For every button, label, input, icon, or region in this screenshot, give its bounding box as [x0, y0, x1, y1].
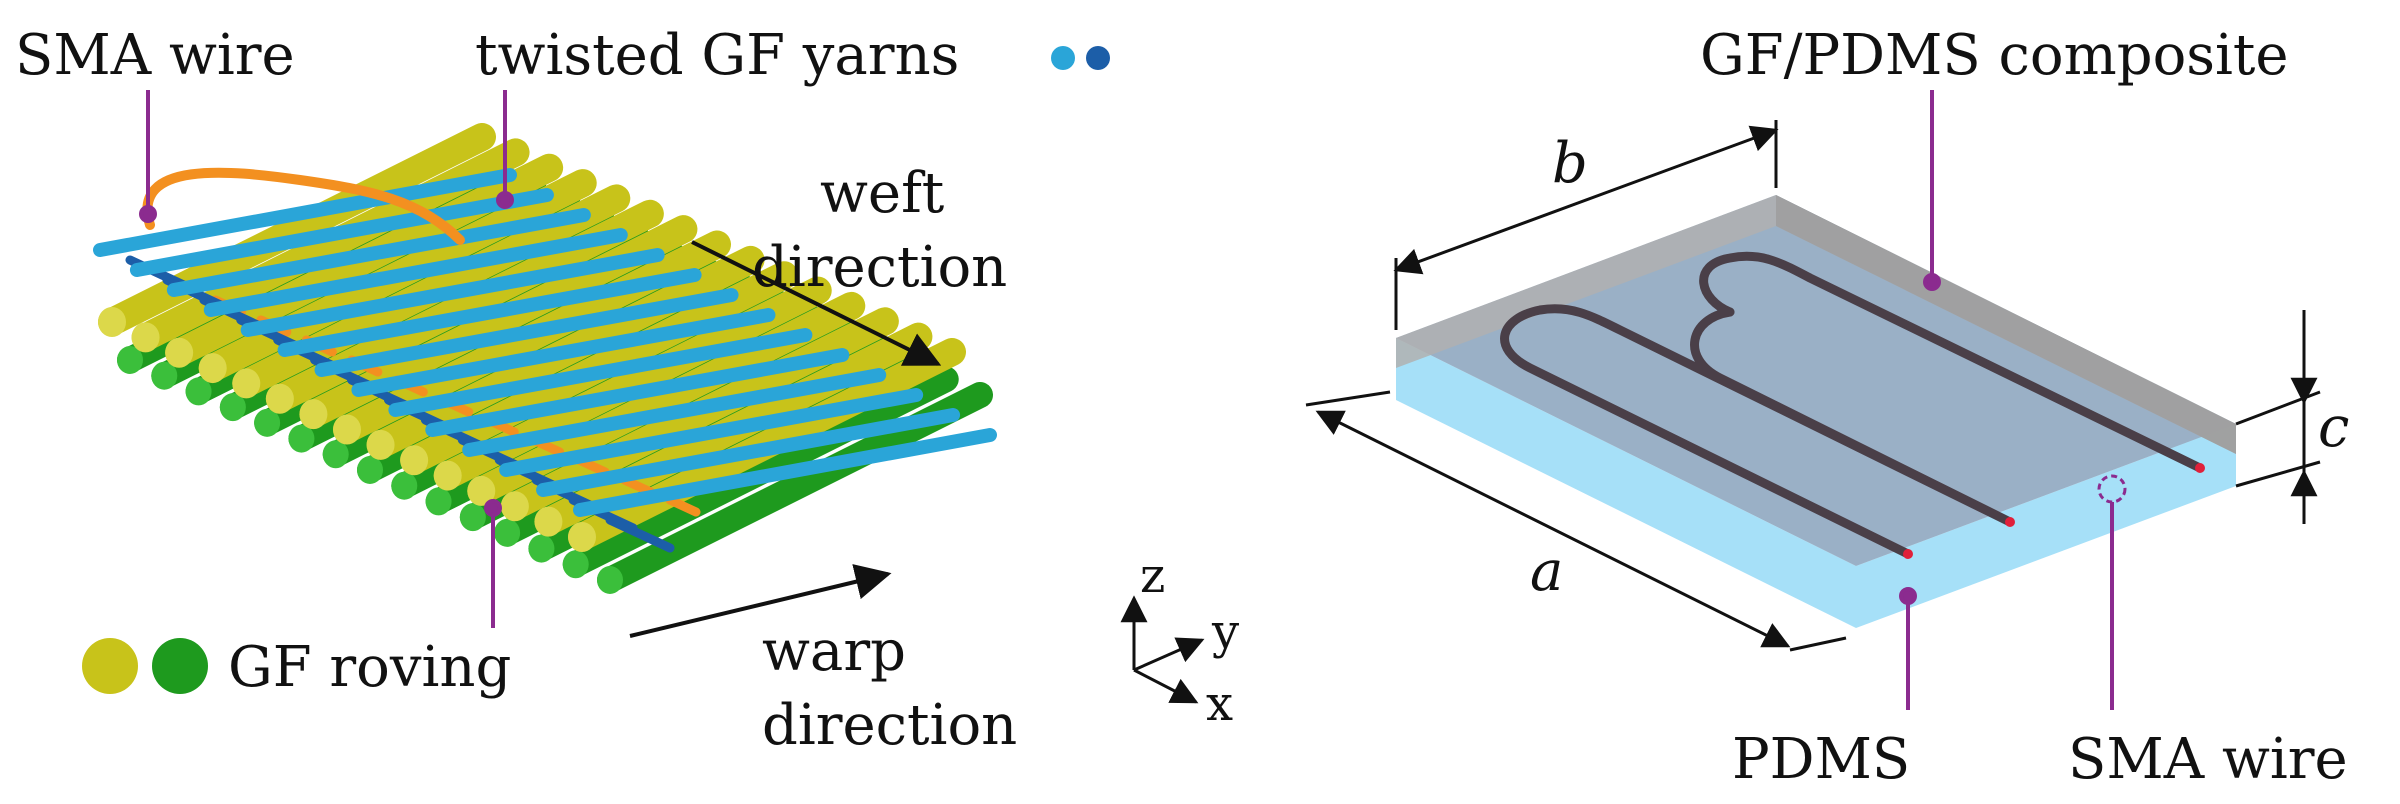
- green-roving-end: [494, 518, 521, 547]
- green-roving-end: [562, 550, 589, 579]
- green-roving-end: [597, 566, 623, 594]
- yellow-roving-end: [265, 383, 294, 414]
- yellow-roving-end: [131, 322, 160, 353]
- green-roving-end: [219, 393, 246, 422]
- green-roving-end: [459, 503, 486, 532]
- sma-wire-loop: [142, 167, 465, 245]
- axis-x-label: x: [1206, 676, 1233, 732]
- weft-arrow: [691, 240, 942, 366]
- weft-yarn: [425, 348, 850, 437]
- wire-end-3: [2195, 463, 2205, 473]
- weft-label-line1: weft: [820, 161, 945, 226]
- weft-yarn: [499, 388, 924, 477]
- sma-segment: [665, 495, 701, 517]
- weft-yarn: [129, 188, 554, 277]
- green-roving-end: [151, 361, 178, 390]
- sma-wire-label-left: SMA wire: [15, 23, 295, 88]
- fabric-illustration: [93, 123, 997, 594]
- weft-yarn: [536, 408, 961, 497]
- warp-yarn-segment: [605, 515, 675, 553]
- weft-yarn: [388, 328, 813, 417]
- left-leaders: [139, 90, 514, 628]
- yellow-roving-end: [400, 445, 429, 476]
- dim-a-label: a: [1530, 539, 1563, 604]
- yellow-roving-end: [198, 353, 227, 384]
- yellow-roving-end: [299, 399, 328, 430]
- yellow-roving-end: [534, 506, 563, 537]
- dimension-lines: [1305, 120, 2321, 652]
- yellow-roving-end: [568, 522, 596, 552]
- weft-yarn: [314, 288, 739, 377]
- yellow-roving-end: [98, 307, 126, 337]
- green-roving-end: [288, 424, 315, 453]
- warp-label-line2: direction: [762, 693, 1017, 758]
- composite-grey-right: [1776, 195, 2236, 454]
- weft-yarn: [240, 248, 665, 337]
- roving-label: GF roving: [228, 635, 511, 700]
- yellow-roving-end: [333, 414, 361, 445]
- green-roving-end: [357, 456, 383, 484]
- pdms-label: PDMS: [1732, 727, 1910, 792]
- wire-end-1: [1903, 549, 1913, 559]
- yellow-roving-end: [433, 460, 462, 491]
- wire-end-2: [2005, 517, 2015, 527]
- warp-label-line1: warp: [762, 619, 906, 684]
- weft-label-line2: direction: [752, 235, 1007, 300]
- weft-yarn: [166, 208, 591, 297]
- twisted-yarn-legend-light: [1051, 46, 1075, 70]
- green-roving-end: [117, 346, 143, 374]
- dim-b-label: b: [1552, 131, 1588, 196]
- roving-legend-green: [152, 638, 208, 694]
- weft-yarns: [93, 168, 997, 553]
- yellow-roving-end: [232, 368, 261, 399]
- composite-label: GF/PDMS composite: [1700, 23, 2289, 88]
- plate-front-face-corner: [1856, 424, 2236, 628]
- sma-wire-label-right: SMA wire: [2068, 727, 2348, 792]
- weft-yarn: [93, 168, 517, 257]
- green-roving-end: [528, 534, 555, 563]
- green-roving-end: [185, 377, 212, 406]
- warp-arrow: [629, 564, 892, 638]
- axis-z-label: z: [1140, 548, 1165, 604]
- yellow-roving-end: [500, 491, 529, 522]
- axis-triad: z y x: [1120, 548, 1239, 732]
- axis-y-label: y: [1211, 604, 1239, 660]
- weft-yarn: [203, 228, 628, 317]
- green-roving-end: [391, 471, 418, 500]
- embedded-sma-wire: [1500, 304, 2015, 559]
- dim-c-label: c: [2318, 395, 2349, 460]
- right-leaders: [1899, 90, 2114, 710]
- twisted-yarn-legend-dark: [1086, 46, 1110, 70]
- green-roving-end: [254, 408, 281, 437]
- roving-legend-yellow: [82, 638, 138, 694]
- yellow-roving-end: [165, 337, 194, 368]
- weft-yarn: [351, 308, 776, 397]
- green-roving-end: [322, 440, 349, 469]
- weft-yarn: [573, 428, 997, 517]
- sma-segment: [620, 475, 656, 497]
- weft-yarn: [277, 268, 702, 357]
- green-roving-end: [425, 487, 452, 516]
- yellow-roving-end: [366, 429, 395, 460]
- weft-yarn: [462, 368, 887, 457]
- twisted-yarns-label: twisted GF yarns: [475, 23, 959, 88]
- yellow-roving-end: [467, 475, 496, 506]
